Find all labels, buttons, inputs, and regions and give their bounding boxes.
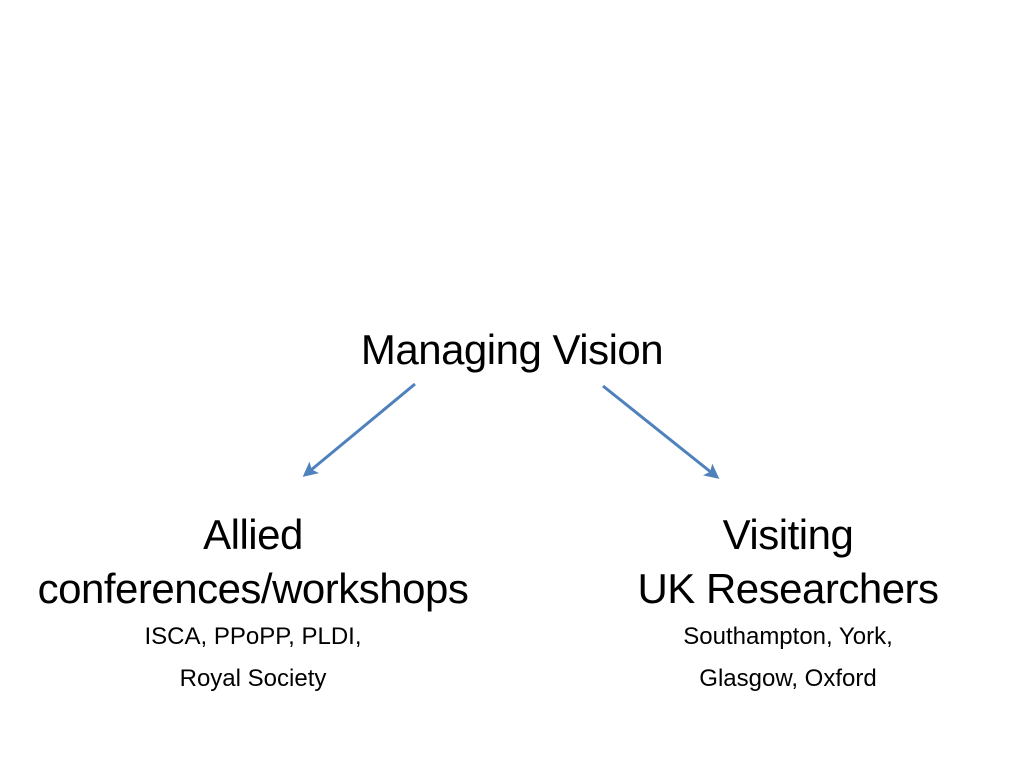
node-detail-line: Southampton, York, bbox=[683, 623, 893, 650]
node-heading-line: conferences/workshops bbox=[37, 565, 469, 612]
node-heading-line: Visiting bbox=[722, 511, 854, 558]
node-visiting-uk-researchers: Visiting UK Researchers Southampton, Yor… bbox=[568, 508, 1008, 700]
right-arrow-icon bbox=[602, 384, 720, 479]
node-detail-line: Glasgow, Oxford bbox=[699, 665, 877, 692]
left-arrow-icon bbox=[302, 382, 416, 477]
node-allied-conferences: Allied conferences/workshops ISCA, PPoPP… bbox=[33, 508, 473, 700]
slide-title: Managing Vision bbox=[360, 326, 664, 373]
node-heading-line: Allied bbox=[203, 511, 303, 558]
node-detail-line: ISCA, PPoPP, PLDI, bbox=[144, 623, 362, 650]
node-heading-line: UK Researchers bbox=[637, 565, 939, 612]
node-detail-line: Royal Society bbox=[179, 665, 327, 692]
